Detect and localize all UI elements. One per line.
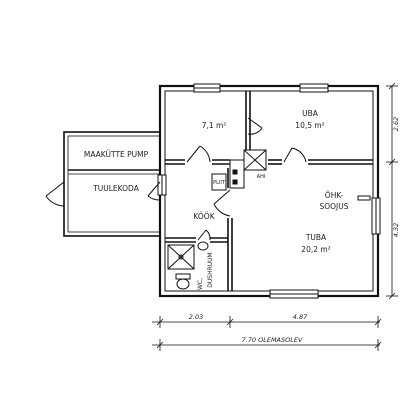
stove-fixture (211, 173, 227, 191)
stove-label: PLIIT (213, 180, 226, 186)
dim-bottom-right: 4.87 (293, 313, 308, 321)
dim-total: 7.70 OLEMASOLEV (242, 336, 303, 344)
toilet-fixture (175, 273, 191, 290)
oven-label: AHI (257, 174, 266, 180)
oven-fixture (229, 149, 267, 189)
wc-label-line2: DUSHRUUM (207, 252, 214, 287)
maakutte-label: MAAKÜTTE PUMP (84, 150, 149, 159)
dim-right-top: 2.62 (392, 117, 400, 131)
uba-name: UBA (302, 109, 319, 118)
shower-fixture (167, 244, 195, 270)
doors (45, 117, 307, 241)
heat-label-line2: SOOJUS (319, 202, 348, 211)
bottom-dimension-lines (152, 316, 382, 351)
right-dimension-line (386, 82, 398, 300)
tuba-area: 20,2 m² (301, 245, 330, 254)
tuulekoda-label: TUULEKODA (92, 184, 140, 193)
dim-bottom-left: 2.03 (189, 313, 203, 321)
heat-label-line1: ÕHK- (325, 191, 344, 200)
dim-right-bottom: 4.32 (392, 223, 400, 237)
tuba-name: TUBA (305, 233, 327, 242)
kook-label: KÖÖK (193, 212, 215, 221)
sink-fixture (197, 241, 209, 251)
windows (157, 83, 381, 299)
room-small-area: 7,1 m² (202, 121, 227, 130)
uba-area: 10,5 m² (295, 121, 324, 130)
heat-pump-unit (357, 195, 371, 201)
exterior-walls (158, 84, 380, 298)
wc-label-line1: WC, (197, 278, 204, 290)
